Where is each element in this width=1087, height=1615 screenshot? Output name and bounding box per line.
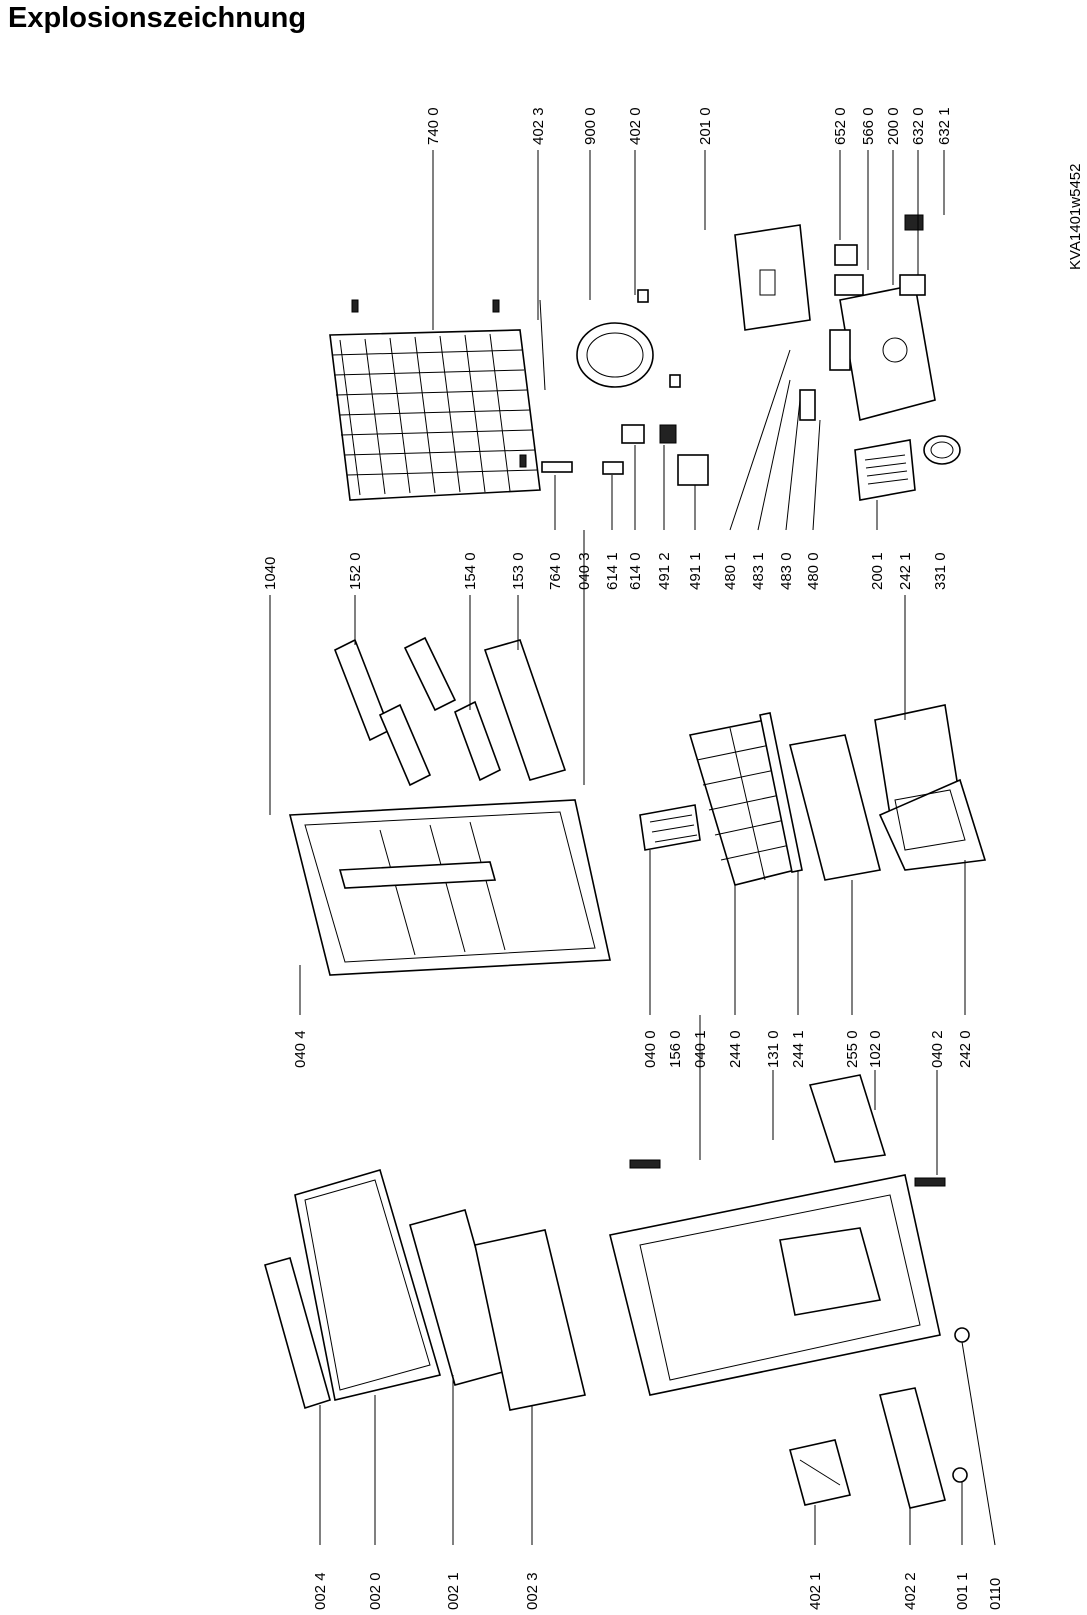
label-group-upper: 1040 152 0 154 0 153 0 764 0 040 3 614 1… — [262, 552, 949, 590]
glass-shelf — [789, 734, 881, 881]
crisper-drawers — [874, 704, 987, 871]
part-label: 740 0 — [425, 107, 442, 145]
electrical-parts — [541, 424, 709, 486]
part-label: 566 0 — [860, 107, 877, 145]
label-group-bottom: 002 4 002 0 002 1 002 3 402 1 402 2 001 … — [312, 1572, 1004, 1610]
compressor — [539, 289, 681, 391]
part-label: 402 1 — [807, 1572, 824, 1610]
part-label: 002 4 — [312, 1572, 329, 1610]
part-label: 402 0 — [627, 107, 644, 145]
part-label: 200 0 — [885, 107, 902, 145]
part-label: 040 3 — [576, 552, 593, 590]
part-label: 1040 — [262, 557, 279, 590]
part-label: 244 1 — [790, 1030, 807, 1068]
label-group-mid: 040 4 040 0 156 0 040 1 244 0 131 0 244 … — [292, 1030, 974, 1068]
part-label: 402 3 — [530, 107, 547, 145]
part-label: 491 1 — [687, 552, 704, 590]
drawing-code: KVA1401w5452 — [1067, 164, 1084, 270]
part-label: 154 0 — [462, 552, 479, 590]
inner-door-liner — [288, 799, 611, 976]
part-label: 614 1 — [604, 552, 621, 590]
part-label: 002 1 — [445, 1572, 462, 1610]
part-label: 900 0 — [582, 107, 599, 145]
outer-door — [264, 1169, 586, 1411]
condenser-grid — [329, 299, 541, 501]
part-label: 152 0 — [347, 552, 364, 590]
door-shelves — [333, 636, 567, 787]
part-label: 331 0 — [932, 552, 949, 590]
part-label: 201 0 — [697, 107, 714, 145]
leader-lines — [269, 150, 996, 1546]
page-title: Explosionszeichnung — [8, 2, 307, 34]
part-label: 0110 — [987, 1578, 1004, 1610]
part-label: 244 0 — [727, 1030, 744, 1068]
part-label: 483 1 — [750, 552, 767, 590]
part-label: 242 1 — [897, 552, 914, 590]
part-label: 040 4 — [292, 1030, 309, 1068]
egg-tray — [639, 804, 701, 851]
part-label: 652 0 — [832, 107, 849, 145]
wire-shelf — [688, 712, 803, 886]
part-label: 131 0 — [765, 1030, 782, 1068]
part-label: 242 0 — [957, 1030, 974, 1068]
part-label: 200 1 — [869, 552, 886, 590]
part-label: 040 0 — [642, 1030, 659, 1068]
part-label: 102 0 — [867, 1030, 884, 1068]
part-label: 040 1 — [692, 1030, 709, 1068]
part-label: 480 0 — [805, 552, 822, 590]
part-label: 483 0 — [778, 552, 795, 590]
part-label: 156 0 — [667, 1030, 684, 1068]
label-group-top: 740 0 402 3 900 0 402 0 201 0 652 0 566 … — [425, 107, 953, 145]
part-label: 491 2 — [656, 552, 673, 590]
part-label: 632 0 — [910, 107, 927, 145]
control-housing — [799, 214, 961, 501]
part-label: 632 1 — [936, 107, 953, 145]
part-label: 614 0 — [627, 552, 644, 590]
part-label: 764 0 — [547, 552, 564, 590]
part-label: 002 3 — [524, 1572, 541, 1610]
part-label: 255 0 — [844, 1030, 861, 1068]
base-parts — [789, 1327, 970, 1509]
part-label: 002 0 — [367, 1572, 384, 1610]
part-label: 480 1 — [722, 552, 739, 590]
part-label: 402 2 — [902, 1572, 919, 1610]
part-label: 040 2 — [929, 1030, 946, 1068]
part-label: 153 0 — [510, 552, 527, 590]
cabinet-body — [609, 1074, 946, 1396]
mounting-bracket — [734, 224, 811, 331]
part-label: 001 1 — [954, 1572, 971, 1610]
